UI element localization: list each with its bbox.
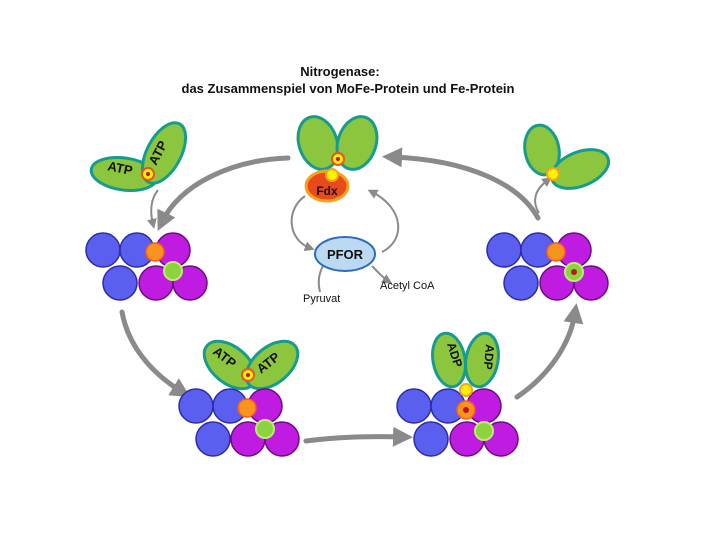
arrow-acetylcoa-out	[371, 265, 393, 284]
mofe-subunit-blue	[178, 388, 214, 424]
arrow-pyruvat-in	[317, 265, 324, 293]
atp-label: ATP	[106, 158, 134, 178]
arrow-top-right	[382, 147, 541, 221]
mofe-subunit-blue	[413, 421, 449, 457]
fe-cluster	[459, 383, 473, 397]
mofe-subunit-blue	[503, 265, 539, 301]
arrow-bottom	[303, 426, 413, 447]
complex-bottom-right: ADP ADP	[396, 331, 519, 457]
arrow-right-up	[514, 303, 584, 400]
fe-protein-top-center: Fdx	[296, 115, 379, 203]
fe-protein-lobe-left	[296, 115, 340, 171]
pfor-enzyme: PFOR Pyruvat Acetyl CoA	[303, 236, 435, 305]
acetylcoa-label: Acetyl CoA	[380, 280, 435, 292]
arrow-fe-protein-release	[534, 177, 553, 214]
p-cluster-core	[463, 407, 469, 413]
p-cluster	[145, 242, 165, 262]
title-line-1: Nitrogenase:	[300, 64, 379, 79]
p-cluster	[546, 242, 566, 262]
femo-cofactor	[474, 421, 494, 441]
fdx-label: Fdx	[316, 184, 338, 198]
adp-label: ADP	[481, 344, 497, 370]
fe-protein-lobe-right	[464, 331, 500, 389]
pyruvat-label: Pyruvat	[303, 293, 340, 305]
fe-cluster	[546, 167, 560, 181]
mofe-subunit-blue	[85, 232, 121, 268]
femo-cofactor	[255, 419, 275, 439]
mofe-protein-left	[85, 232, 208, 301]
p-cluster	[237, 398, 257, 418]
fe-protein-top-left: ATP ATP	[89, 121, 188, 192]
arrow-top-left	[157, 155, 291, 231]
fe-cluster-core	[246, 373, 250, 377]
pfor-arrows	[290, 189, 400, 293]
arrow-fe-protein-dock	[146, 189, 159, 229]
arrow-left-down	[119, 309, 191, 398]
fe-protein-lobe-right	[335, 115, 379, 171]
femo-cofactor	[163, 261, 183, 281]
mofe-subunit-blue	[486, 232, 522, 268]
fe-protein-top-right	[523, 123, 611, 190]
fe-protein-lobe-right	[244, 339, 300, 391]
femo-cofactor-bound	[571, 269, 577, 275]
pfor-ellipse	[314, 236, 376, 272]
title-line-2: das Zusammenspiel von MoFe-Protein und F…	[182, 81, 515, 96]
fdx-cluster	[325, 168, 339, 182]
fe-cluster-core	[336, 157, 340, 161]
arrow-pfor-to-fdx	[367, 189, 400, 253]
mofe-protein-right	[486, 232, 609, 301]
mofe-subunit-blue	[195, 421, 231, 457]
cycle-arrows	[119, 147, 584, 447]
arrow-fdx-to-pfor	[290, 195, 315, 251]
pfor-label: PFOR	[327, 247, 364, 262]
mofe-subunit-blue	[102, 265, 138, 301]
complex-bottom-left: ATP ATP	[178, 339, 300, 457]
mofe-subunit-blue	[396, 388, 432, 424]
fe-cluster-core	[146, 172, 150, 176]
fe-protein-lobe-right	[140, 121, 188, 185]
release-arrows	[146, 177, 553, 229]
